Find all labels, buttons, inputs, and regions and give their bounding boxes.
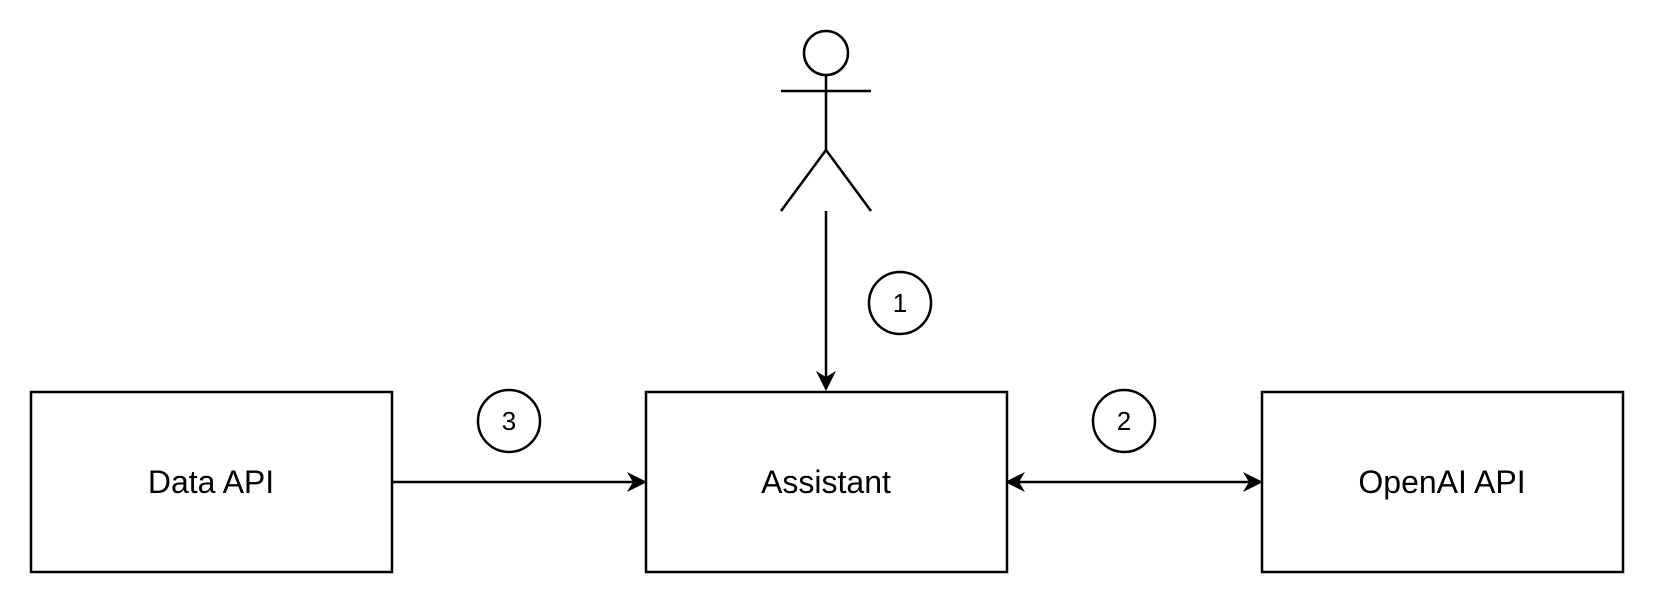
step-1-badge: 1 <box>867 270 933 336</box>
step-3-badge: 3 <box>476 388 542 454</box>
user-actor-icon <box>779 29 873 212</box>
openai-api-label: OpenAI API <box>1358 464 1525 500</box>
assistant-label: Assistant <box>761 464 891 500</box>
step-3-number: 3 <box>502 406 516 436</box>
step-2-number: 2 <box>1117 406 1131 436</box>
openai-api-node: OpenAI API <box>1260 390 1625 574</box>
data-api-node: Data API <box>29 390 394 574</box>
data-api-label: Data API <box>148 464 274 500</box>
step-1-number: 1 <box>893 288 907 318</box>
step-2-badge: 2 <box>1091 388 1157 454</box>
assistant-node: Assistant <box>644 390 1009 574</box>
